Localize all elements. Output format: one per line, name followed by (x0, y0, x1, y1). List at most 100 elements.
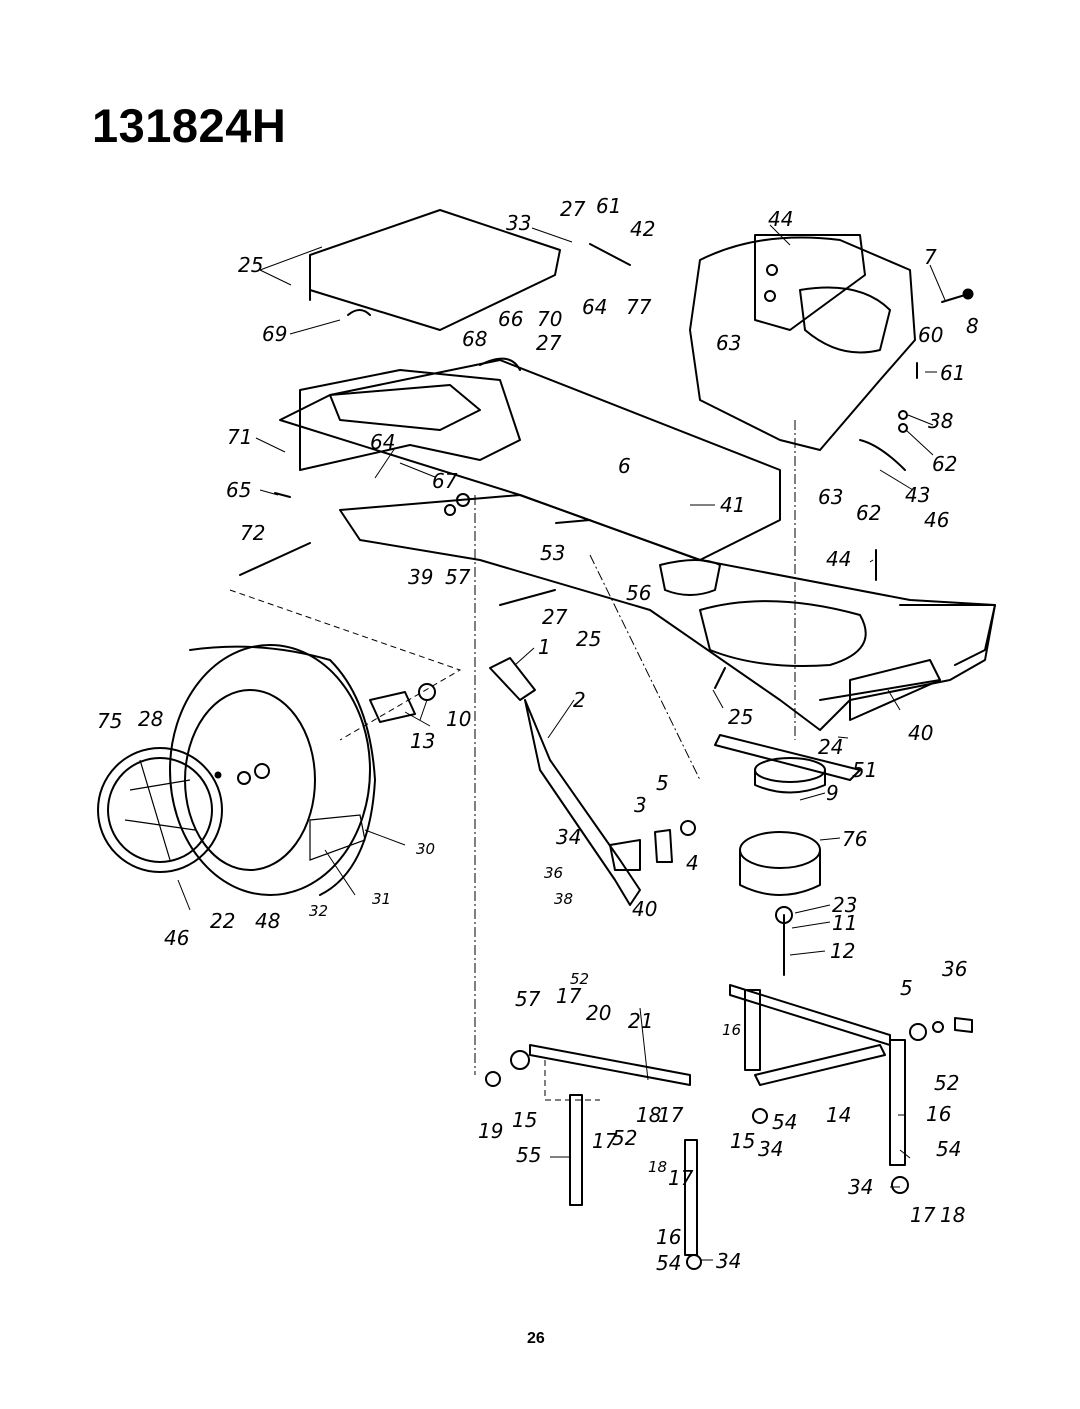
callout-1: 1 (538, 635, 551, 659)
lift-linkage (485, 984, 973, 1270)
callout-14: 14 (826, 1103, 851, 1127)
callout-26b: 25 (576, 627, 601, 651)
callout-68: 67 (432, 469, 458, 493)
callout-34c: 34 (716, 1249, 741, 1273)
callout-22: 22 (210, 909, 235, 933)
callout-20: 20 (586, 1001, 611, 1025)
callout-73: 72 (240, 521, 265, 545)
callout-71: 70 (537, 307, 562, 331)
callout-61b: 62 (856, 501, 881, 525)
callout-47: 46 (164, 926, 189, 950)
callout-77: 77 (626, 295, 652, 319)
callout-32: 32 (309, 902, 328, 920)
callout-17c: 17 (592, 1129, 618, 1153)
callout-16: 16 (722, 1021, 741, 1039)
callout-75: 75 (97, 709, 122, 733)
callout-34: 34 (758, 1137, 783, 1161)
callout-9: 9 (826, 781, 839, 805)
callout-57b: 57 (515, 987, 541, 1011)
callout-16c: 16 (656, 1225, 681, 1249)
callout-13: 13 (410, 729, 435, 753)
callout-62: 63 (818, 485, 843, 509)
callout-65: 64 (582, 295, 607, 319)
callout-54b: 54 (936, 1137, 961, 1161)
callout-3: 3 (634, 793, 647, 817)
callout-76: 76 (842, 827, 867, 851)
callout-51: 51 (852, 758, 877, 782)
callout-11: 11 (832, 911, 857, 935)
callout-34b: 34 (848, 1175, 873, 1199)
callout-23: 23 (832, 893, 857, 917)
callout-50b: 52 (612, 1126, 637, 1150)
callout-24: 24 (818, 735, 843, 759)
rear-wheel (97, 644, 376, 896)
callout-37: 36 (544, 864, 563, 882)
callout-2: 2 (573, 688, 586, 712)
callout-54c: 54 (656, 1251, 681, 1275)
callout-56: 56 (626, 581, 651, 605)
axle-parts (214, 542, 436, 785)
callout-19: 19 (478, 1119, 503, 1143)
callout-42: 42 (630, 217, 655, 241)
callout-21: 21 (628, 1009, 653, 1033)
callout-28b: 27 (536, 331, 562, 355)
callout-17e: 17 (910, 1203, 936, 1227)
callout-5b: 5 (900, 976, 913, 1000)
callout-10: 10 (446, 707, 471, 731)
callout-8: 8 (966, 314, 979, 338)
callout-16b: 16 (926, 1102, 951, 1126)
page-number: 26 (527, 1330, 545, 1347)
callout-55: 55 (516, 1143, 541, 1167)
callout-49: 48 (255, 909, 280, 933)
callout-17d: 17 (668, 1166, 694, 1190)
callout-43: 41 (720, 493, 745, 517)
callout-17b: 17 (658, 1103, 684, 1127)
callout-15b: 15 (730, 1129, 755, 1153)
callout-45: 44 (768, 207, 793, 231)
rear-mount-plate (309, 209, 561, 331)
callout-40: 40 (632, 897, 657, 921)
callout-53: 53 (540, 541, 565, 565)
callout-26: 25 (238, 253, 263, 277)
page-title: 131824H (92, 99, 287, 152)
callout-39: 39 (408, 565, 433, 589)
callout-48: 46 (924, 508, 949, 532)
callout-6: 6 (618, 454, 631, 478)
callout-33: 33 (506, 211, 531, 235)
callout-52: 52 (934, 1071, 959, 1095)
callout-44: 43 (905, 483, 930, 507)
callout-38b: 38 (554, 890, 573, 908)
callout-57: 57 (445, 565, 471, 589)
callout-4: 4 (686, 851, 699, 875)
callout-28: 27 (560, 197, 586, 221)
callout-61: 62 (932, 452, 957, 476)
callout-15: 15 (512, 1108, 537, 1132)
callout-18: 18 (636, 1103, 661, 1127)
callout-36: 34 (556, 825, 581, 849)
callout-54: 54 (772, 1110, 797, 1134)
callout-5: 5 (656, 771, 669, 795)
callout-66: 65 (226, 478, 251, 502)
callout-70: 69 (262, 322, 287, 346)
callout-72: 71 (227, 425, 252, 449)
callout-18c: 18 (940, 1203, 965, 1227)
callout-30: 30 (416, 840, 435, 858)
callout-37b: 36 (942, 957, 967, 981)
callout-50: 52 (570, 970, 589, 988)
callout-38: 38 (928, 409, 953, 433)
callout-67: 66 (498, 307, 523, 331)
pedal-lever (489, 657, 696, 906)
callout-60: 61 (940, 361, 965, 385)
callout-7: 7 (924, 245, 937, 269)
callout-18b: 18 (648, 1158, 667, 1176)
callout-69: 68 (462, 327, 487, 351)
callout-46: 44 (826, 547, 851, 571)
alignment-lines (229, 420, 796, 1101)
callout-29: 28 (138, 707, 163, 731)
callout-41: 40 (908, 721, 933, 745)
leader-lines (177, 224, 946, 1261)
callout-25: 25 (728, 705, 753, 729)
callout-63: 61 (596, 194, 621, 218)
callout-labels: 25 33 27 61 42 44 7 8 60 61 38 62 63 62 … (97, 194, 979, 1275)
